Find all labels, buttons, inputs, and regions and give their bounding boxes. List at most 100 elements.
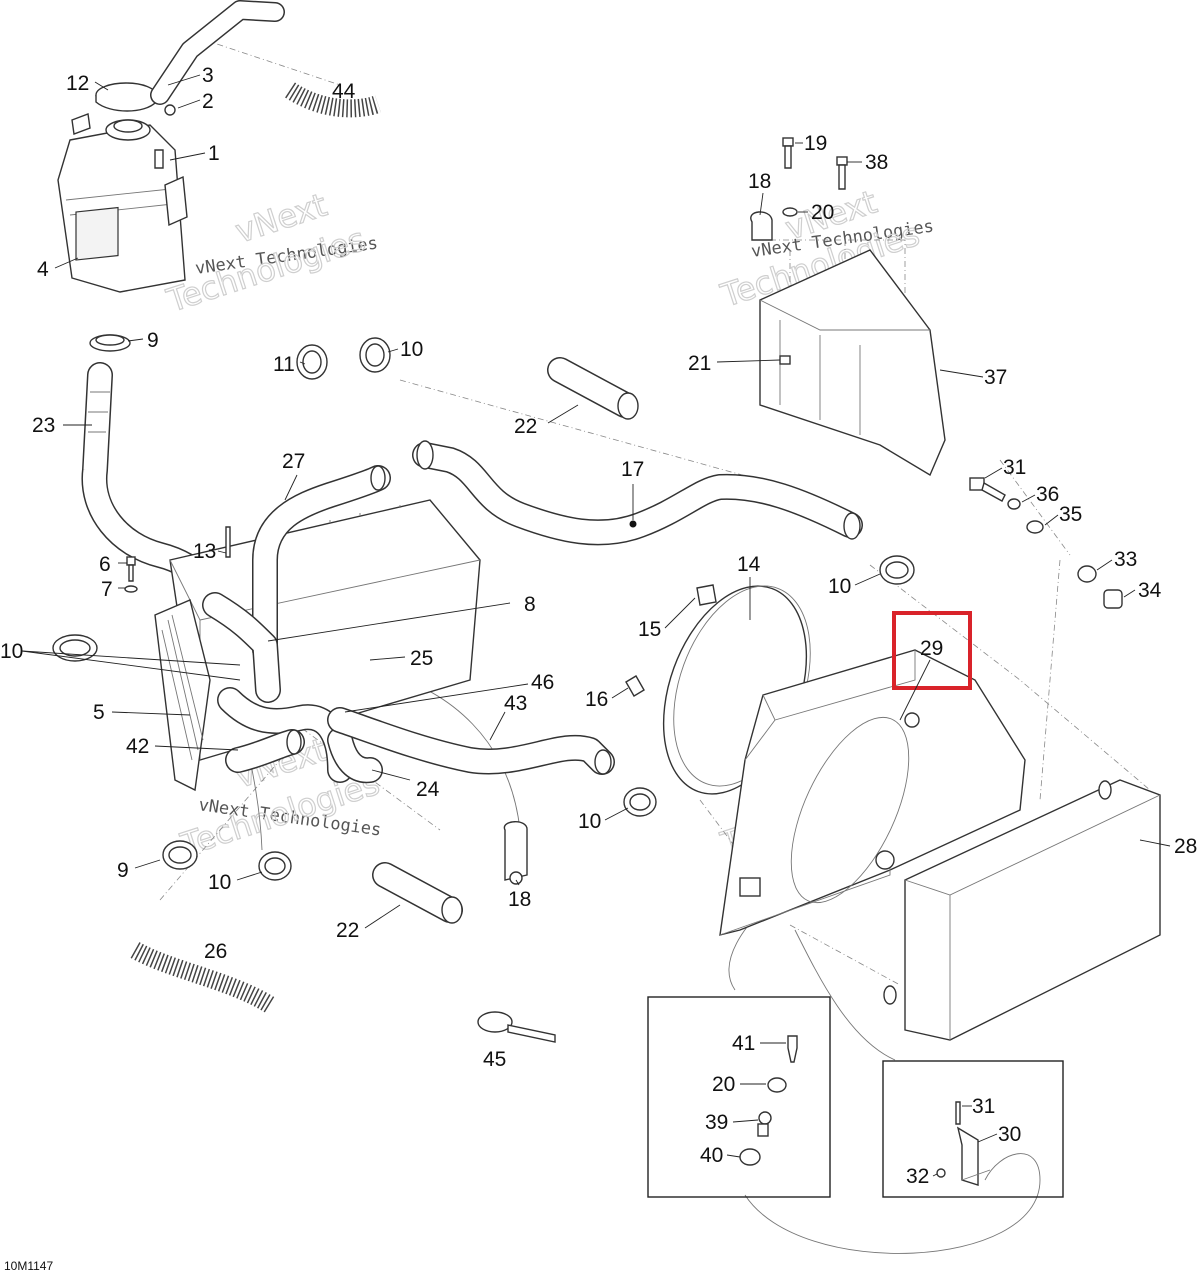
callout-31: 31 bbox=[1003, 456, 1026, 479]
highlight-box-29 bbox=[892, 611, 972, 690]
leader-lines bbox=[21, 74, 1171, 1177]
callout-27: 27 bbox=[282, 450, 305, 473]
detail-box-right bbox=[882, 1060, 1064, 1198]
hose-8 bbox=[202, 592, 281, 703]
callout-25: 25 bbox=[410, 647, 433, 670]
callout-8: 8 bbox=[524, 593, 536, 616]
callout-35: 35 bbox=[1059, 503, 1082, 526]
spacer-34 bbox=[1103, 589, 1123, 609]
callout-10: 10 bbox=[208, 871, 231, 894]
callout-28: 28 bbox=[1174, 835, 1197, 858]
bolt-38 bbox=[836, 156, 848, 190]
clip-16 bbox=[625, 675, 645, 697]
callout-32: 32 bbox=[906, 1165, 929, 1188]
callout-29: 29 bbox=[920, 637, 943, 660]
callout-22: 22 bbox=[336, 919, 359, 942]
clamp-10-top bbox=[359, 337, 391, 373]
clamp-9-top bbox=[89, 334, 131, 352]
callout-33: 33 bbox=[1114, 548, 1137, 571]
watermark-top-left: vNext vNext Technologies Technologies bbox=[161, 185, 379, 321]
callout-18: 18 bbox=[748, 170, 771, 193]
callout-38: 38 bbox=[865, 151, 888, 174]
callout-34: 34 bbox=[1138, 579, 1162, 602]
callout-9: 9 bbox=[117, 859, 129, 882]
callout-46: 46 bbox=[531, 671, 554, 694]
shroud-29 bbox=[719, 649, 1026, 936]
drawing-code: 10M1147 bbox=[4, 1259, 53, 1273]
callout-10: 10 bbox=[0, 640, 23, 663]
callout-10: 10 bbox=[828, 575, 851, 598]
callout-14: 14 bbox=[737, 553, 761, 576]
washer-20-top bbox=[782, 207, 798, 217]
callout-42: 42 bbox=[126, 735, 149, 758]
grommet-33 bbox=[1077, 565, 1097, 583]
callout-30: 30 bbox=[998, 1123, 1021, 1146]
tube-22-top bbox=[547, 357, 639, 420]
clip-18-bottom bbox=[503, 821, 528, 885]
clamp-10-right bbox=[879, 555, 915, 585]
callout-45: 45 bbox=[483, 1048, 506, 1071]
callout-24: 24 bbox=[416, 778, 440, 801]
callout-15: 15 bbox=[638, 618, 661, 641]
callout-40: 40 bbox=[700, 1144, 723, 1167]
callout-26: 26 bbox=[204, 940, 227, 963]
callout-31: 31 bbox=[972, 1095, 995, 1118]
callout-17: 17 bbox=[621, 458, 644, 481]
heat-exchanger-25 bbox=[169, 499, 481, 761]
screw-6 bbox=[126, 556, 136, 582]
hose-43 bbox=[327, 707, 615, 775]
callout-10: 10 bbox=[578, 810, 601, 833]
hose-27 bbox=[252, 465, 391, 663]
callout-37: 37 bbox=[984, 366, 1007, 389]
clamp-11 bbox=[296, 344, 328, 380]
bushing-15 bbox=[696, 584, 717, 606]
callout-2: 2 bbox=[202, 90, 214, 113]
clamp-10-bottom bbox=[258, 851, 292, 881]
nut-21 bbox=[779, 355, 791, 365]
cable-tie-45 bbox=[477, 1011, 556, 1043]
callout-41: 41 bbox=[732, 1032, 755, 1055]
tube-22-bottom bbox=[372, 862, 463, 924]
clip-18-top bbox=[750, 211, 773, 241]
radiator-28 bbox=[883, 779, 1161, 1041]
bracket-5 bbox=[154, 599, 211, 792]
callout-21: 21 bbox=[688, 352, 711, 375]
callout-labels: 12 3 44 2 1 4 9 11 10 23 22 27 17 13 6 7… bbox=[0, 64, 1197, 1188]
hose-17 bbox=[412, 440, 863, 546]
overflow-tube bbox=[150, 0, 285, 116]
callout-22: 22 bbox=[514, 415, 537, 438]
callout-18: 18 bbox=[508, 888, 531, 911]
callout-12: 12 bbox=[66, 72, 89, 95]
bolt-31-top bbox=[969, 477, 1006, 502]
callout-36: 36 bbox=[1036, 483, 1059, 506]
bolt-19 bbox=[782, 137, 794, 169]
callout-39: 39 bbox=[705, 1111, 728, 1134]
callout-13: 13 bbox=[193, 540, 216, 563]
callout-1: 1 bbox=[208, 142, 220, 165]
callout-44: 44 bbox=[332, 80, 356, 103]
coolant-reservoir bbox=[57, 113, 188, 293]
reservoir-cap bbox=[95, 82, 157, 112]
corrugated-sleeve-26 bbox=[130, 942, 275, 1013]
callout-20: 20 bbox=[811, 201, 834, 224]
callout-4: 4 bbox=[37, 258, 49, 281]
callout-9: 9 bbox=[147, 329, 159, 352]
callout-16: 16 bbox=[585, 688, 608, 711]
clamp-10-left bbox=[52, 634, 98, 662]
callout-20: 20 bbox=[712, 1073, 735, 1096]
fastener-13 bbox=[225, 526, 231, 558]
callout-23: 23 bbox=[32, 414, 55, 437]
hose-24 bbox=[327, 727, 383, 784]
callout-3: 3 bbox=[202, 64, 214, 87]
washer-35 bbox=[1026, 520, 1044, 534]
clamp-9-bottom bbox=[162, 840, 198, 870]
callout-10: 10 bbox=[400, 338, 423, 361]
callout-19: 19 bbox=[804, 132, 827, 155]
callout-43: 43 bbox=[504, 692, 527, 715]
washer-7 bbox=[124, 585, 138, 593]
clamp-10-mid bbox=[623, 787, 657, 817]
callout-5: 5 bbox=[93, 701, 105, 724]
washer-36 bbox=[1007, 498, 1021, 510]
callout-6: 6 bbox=[99, 553, 111, 576]
